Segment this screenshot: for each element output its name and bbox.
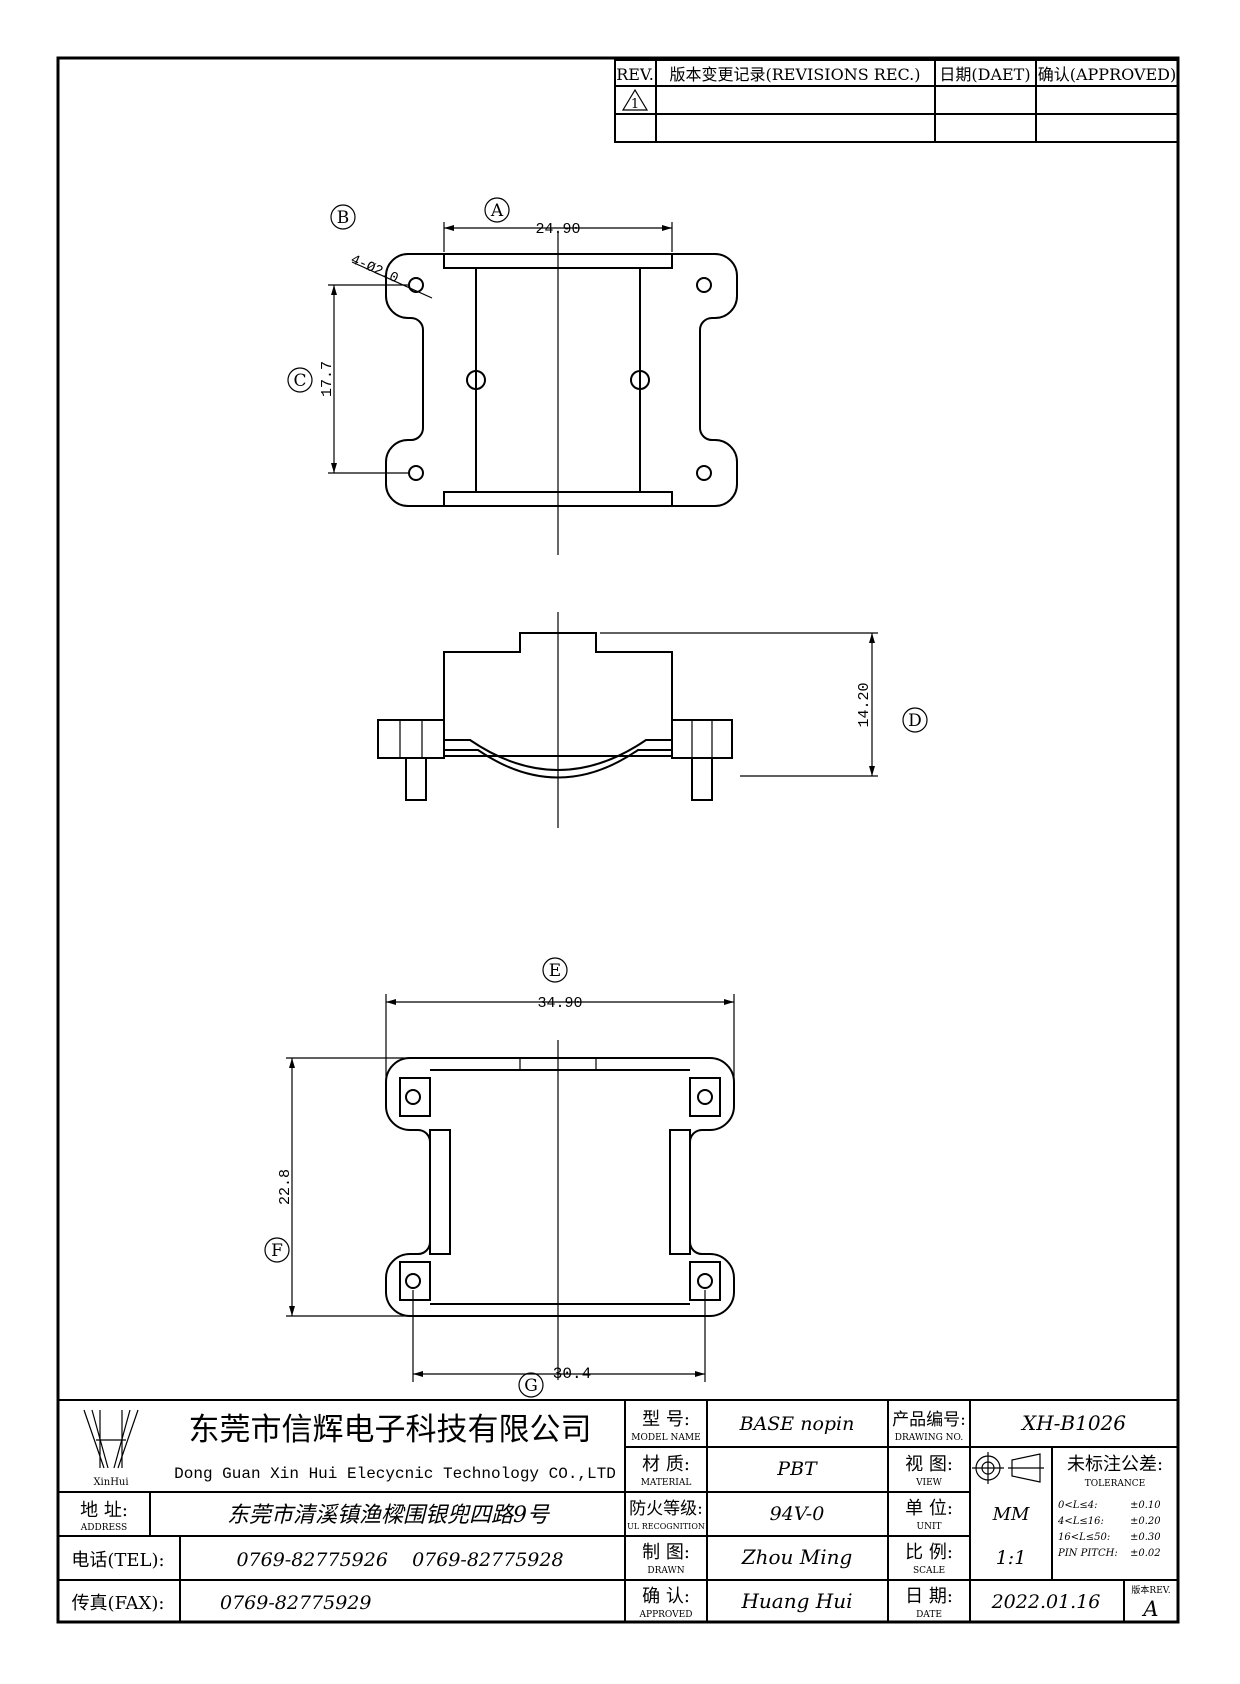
callout-g: G xyxy=(518,1372,544,1398)
tolerance-range-3: 16<L≤50: xyxy=(1058,1532,1110,1543)
address-label: 地 址: xyxy=(80,1500,128,1521)
ul-label-en: UL RECOGNITION xyxy=(627,1522,705,1531)
ul-label: 防火等级: xyxy=(629,1499,703,1519)
company-logo xyxy=(83,1409,139,1469)
rev-label: 版本REV. xyxy=(1131,1584,1170,1596)
scale-value: 1:1 xyxy=(996,1547,1027,1569)
revision-table: REV. 版本变更记录(REVISIONS REC.) 日期(DAET) 确认(… xyxy=(614,59,1179,143)
tolerance-label-en: TOLERANCE xyxy=(1085,1479,1146,1489)
date-label: 日 期: xyxy=(905,1586,953,1607)
svg-text:B: B xyxy=(337,208,350,228)
bottom-view: 34.90 22.8 30.4 xyxy=(277,994,735,1383)
company-name-cn: 东莞市信辉电子科技有限公司 xyxy=(189,1412,592,1448)
tolerance-value-3: ±0.30 xyxy=(1130,1532,1161,1543)
svg-text:C: C xyxy=(293,371,306,391)
dimension-g-value: 30.4 xyxy=(553,1365,591,1383)
tolerance-range-4: PIN PITCH: xyxy=(1057,1548,1118,1559)
tolerance-range-1: 0<L≤4: xyxy=(1058,1500,1098,1511)
callout-a: A xyxy=(484,197,510,223)
ul-value: 94V-0 xyxy=(770,1503,825,1525)
scale-label: 比 例: xyxy=(905,1542,953,1563)
tolerance-value-2: ±0.20 xyxy=(1130,1516,1161,1527)
date-value: 2022.01.16 xyxy=(991,1591,1101,1613)
tel-label: 电话(TEL): xyxy=(71,1550,164,1571)
scale-label-en: SCALE xyxy=(913,1566,945,1576)
company-name-en: Dong Guan Xin Hui Elecycnic Technology C… xyxy=(174,1465,616,1483)
dimension-b-value: 4-Ø2.0 xyxy=(348,252,401,287)
svg-text:F: F xyxy=(271,1241,283,1261)
callout-f: F xyxy=(264,1237,290,1263)
dimension-d-value: 14.20 xyxy=(856,682,873,727)
tel-value: 0769-82775926 0769-82775928 xyxy=(236,1549,563,1571)
rev-triangle-icon xyxy=(621,88,649,111)
address-label-en: ADDRESS xyxy=(80,1523,127,1533)
svg-text:G: G xyxy=(524,1376,538,1396)
model-label: 型 号: xyxy=(642,1409,690,1430)
tolerance-value-4: ±0.02 xyxy=(1130,1548,1161,1559)
tolerance-value-1: ±0.10 xyxy=(1130,1500,1161,1511)
view-label: 视 图: xyxy=(905,1454,953,1475)
side-view: 14.20 xyxy=(377,612,878,828)
svg-text:E: E xyxy=(549,961,561,981)
callout-b: B xyxy=(330,204,356,230)
outer-frame xyxy=(56,56,1180,1624)
fax-label: 传真(FAX): xyxy=(72,1593,165,1614)
unit-label: 单 位: xyxy=(905,1498,953,1519)
callout-e: E xyxy=(542,957,568,983)
drawn-label-en: DRAWN xyxy=(647,1566,684,1576)
approved-label-en: APPROVED xyxy=(639,1610,693,1620)
svg-text:A: A xyxy=(490,201,504,221)
model-label-en: MODEL NAME xyxy=(631,1433,700,1443)
drawing-no-label: 产品编号: xyxy=(892,1410,966,1430)
dimension-e-value: 34.90 xyxy=(537,995,582,1012)
unit-label-en: UNIT xyxy=(916,1522,941,1532)
projection-symbol-icon xyxy=(972,1452,1044,1484)
logo-text: XinHui xyxy=(93,1477,128,1488)
revisions-header: 版本变更记录(REVISIONS REC.) xyxy=(669,65,920,84)
callout-c: C xyxy=(287,367,313,393)
rev-symbol: 1 xyxy=(631,97,639,112)
material-value: PBT xyxy=(776,1458,818,1480)
tolerance-label: 未标注公差: xyxy=(1067,1454,1163,1475)
material-label: 材 质: xyxy=(642,1454,690,1475)
drawn-label: 制 图: xyxy=(642,1542,690,1563)
approved-value: Huang Hui xyxy=(740,1589,852,1613)
tolerance-range-2: 4<L≤16: xyxy=(1057,1516,1104,1527)
dimension-c-value: 17.7 xyxy=(319,361,336,397)
callout-d: D xyxy=(902,707,928,733)
fax-value: 0769-82775929 xyxy=(220,1592,371,1614)
top-view: 24.90 4-Ø2.0 17.7 xyxy=(319,221,738,555)
title-block: XinHui 东莞市信辉电子科技有限公司 Dong Guan Xin Hui E… xyxy=(57,1399,1179,1623)
approved-header: 确认(APPROVED) xyxy=(1038,65,1177,84)
address-value: 东莞市清溪镇渔樑围银兜四路9号 xyxy=(227,1503,550,1528)
date-label-en: DATE xyxy=(916,1610,942,1620)
model-value: BASE nopin xyxy=(739,1413,855,1435)
svg-text:D: D xyxy=(908,711,922,731)
rev-value: A xyxy=(1141,1597,1158,1621)
unit-value: MM xyxy=(992,1504,1030,1525)
material-label-en: MATERIAL xyxy=(641,1478,692,1488)
approved-label: 确 认: xyxy=(642,1586,690,1607)
date-header: 日期(DAET) xyxy=(939,65,1030,84)
dimension-a-value: 24.90 xyxy=(535,221,580,238)
view-label-en: VIEW xyxy=(915,1478,943,1488)
dimension-f-value: 22.8 xyxy=(277,1169,294,1205)
drawing-no-label-en: DRAWING NO. xyxy=(895,1433,964,1443)
rev-header: REV. xyxy=(616,65,654,84)
drawn-value: Zhou Ming xyxy=(741,1545,853,1569)
drawing-no-value: XH-B1026 xyxy=(1020,1411,1126,1435)
